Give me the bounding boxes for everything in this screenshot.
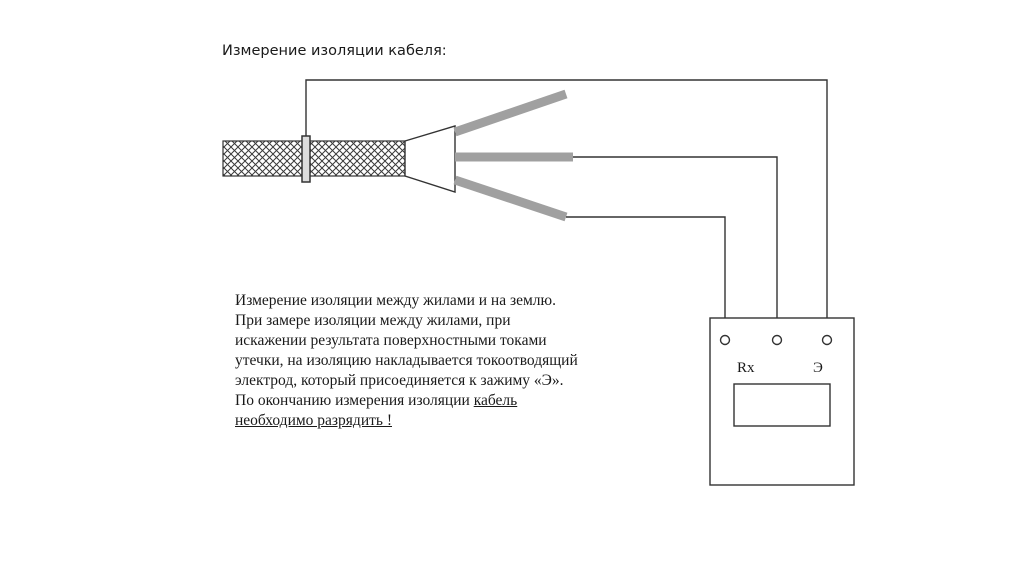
description-line: По окончанию измерения изоляции кабель <box>235 391 705 411</box>
description-line: электрод, который присоединяется к зажим… <box>235 372 564 389</box>
page-title: Измерение изоляции кабеля: <box>222 43 447 59</box>
core-bottom <box>453 175 568 222</box>
description-line: Измерение изоляции между жилами и на зем… <box>235 292 556 309</box>
description-line-text: По окончанию измерения изоляции <box>235 392 474 409</box>
description-line: При замере изоляции между жилами, при <box>235 312 511 329</box>
description-warning-line: необходимо разрядить ! <box>235 412 392 429</box>
core-top <box>453 89 568 137</box>
terminal-rx <box>719 334 731 346</box>
label-rx: Rx <box>737 360 755 376</box>
description-line: утечки, на изоляцию накладывается токоот… <box>235 352 578 369</box>
description-underlined-word: кабель <box>473 392 518 409</box>
electrode-band <box>301 135 311 183</box>
wire-middle-core <box>573 156 778 336</box>
cable-cone <box>404 125 456 193</box>
label-e: Э <box>813 360 823 376</box>
meter-display <box>733 383 831 427</box>
description-line: искажении результата поверхностными тока… <box>235 332 547 349</box>
terminal-e <box>821 334 833 346</box>
wire-bottom-core <box>566 216 726 336</box>
terminal-middle <box>771 334 783 346</box>
description-text: Измерение изоляции между жилами и на зем… <box>235 291 705 431</box>
wire-electrode <box>305 79 828 336</box>
cable-sheath <box>222 140 406 177</box>
